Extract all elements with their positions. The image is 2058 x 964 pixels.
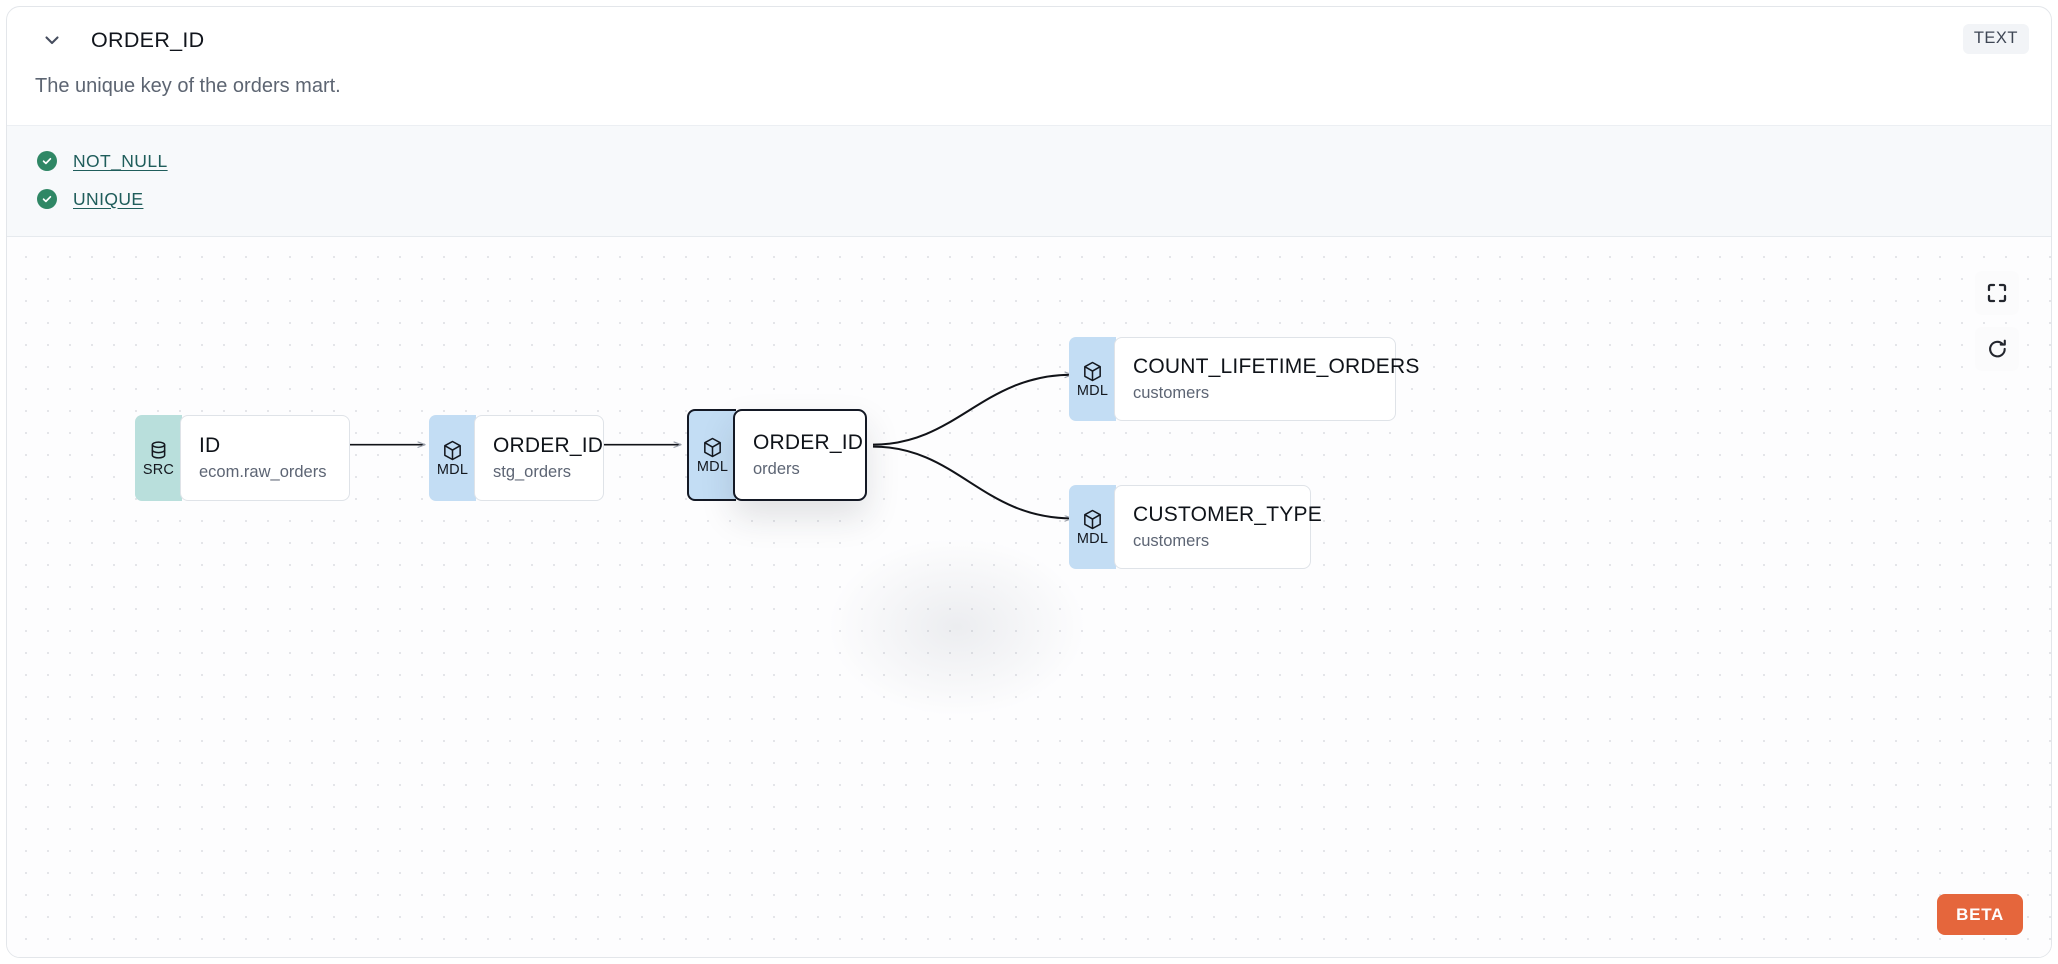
node-name: ORDER_ID	[493, 434, 604, 458]
node-body: ORDER_ID stg_orders	[474, 415, 604, 501]
lineage-node-stg-order-id[interactable]: MDL ORDER_ID stg_orders	[429, 415, 604, 501]
cube-icon	[1084, 509, 1101, 530]
test-link-not-null[interactable]: NOT_NULL	[73, 150, 168, 171]
node-subtitle: orders	[753, 459, 800, 478]
selected-node-glow	[827, 537, 1087, 717]
fullscreen-icon[interactable]	[1975, 271, 2019, 315]
node-body: COUNT_LIFETIME_ORDERS customers	[1114, 337, 1420, 421]
node-name: COUNT_LIFETIME_ORDERS	[1133, 355, 1420, 379]
node-subtitle: ecom.raw_orders	[199, 462, 327, 481]
cube-icon	[704, 437, 721, 458]
test-link-unique[interactable]: UNIQUE	[73, 188, 144, 209]
lineage-node-count-lifetime-orders[interactable]: MDL COUNT_LIFETIME_ORDERS customers	[1069, 337, 1420, 421]
page-title: ORDER_ID	[91, 27, 205, 52]
edge-orders-to-customer-type	[872, 445, 1072, 519]
node-name: CUSTOMER_TYPE	[1133, 503, 1322, 527]
lineage-node-customer-type[interactable]: MDL CUSTOMER_TYPE customers	[1069, 485, 1322, 569]
node-body: ORDER_ID orders	[733, 409, 867, 501]
edge-orders-to-count-lifetime-orders	[872, 375, 1072, 446]
cube-icon	[444, 440, 461, 461]
cube-icon	[1084, 361, 1101, 382]
node-body: ID ecom.raw_orders	[180, 415, 350, 501]
refresh-icon[interactable]	[1975, 327, 2019, 371]
lineage-canvas[interactable]: SRC ID ecom.raw_orders MDL ORDER_ID stg_…	[7, 237, 2051, 957]
chevron-down-icon[interactable]	[35, 23, 69, 57]
test-row[interactable]: NOT_NULL	[7, 142, 2051, 180]
node-badge-label: MDL	[436, 462, 469, 479]
node-type-badge: MDL	[429, 415, 476, 501]
node-badge-label: MDL	[1076, 383, 1109, 400]
node-name: ORDER_ID	[753, 431, 864, 455]
check-circle-icon	[37, 189, 57, 209]
node-type-badge: MDL	[1069, 337, 1116, 421]
node-subtitle: stg_orders	[493, 462, 571, 481]
node-subtitle: customers	[1133, 531, 1210, 550]
node-badge-label: MDL	[696, 459, 729, 476]
beta-badge[interactable]: BETA	[1937, 894, 2023, 935]
node-name: ID	[199, 434, 221, 458]
card-header: ORDER_ID TEXT	[7, 7, 2051, 73]
node-subtitle: customers	[1133, 383, 1210, 402]
column-detail-card: ORDER_ID TEXT The unique key of the orde…	[6, 6, 2052, 958]
node-body: CUSTOMER_TYPE customers	[1114, 485, 1322, 569]
canvas-controls	[1975, 271, 2019, 371]
node-badge-label: SRC	[142, 462, 175, 479]
lineage-edges	[347, 237, 2051, 957]
database-icon	[151, 441, 166, 459]
node-badge-label: MDL	[1076, 531, 1109, 548]
tests-section: NOT_NULL UNIQUE	[7, 125, 2051, 237]
node-type-badge: MDL	[1069, 485, 1116, 569]
lineage-node-orders-order-id[interactable]: MDL ORDER_ID orders	[687, 409, 867, 501]
data-type-badge: TEXT	[1962, 24, 2029, 54]
column-description: The unique key of the orders mart.	[35, 75, 341, 97]
check-circle-icon	[37, 151, 57, 171]
test-row[interactable]: UNIQUE	[7, 180, 2051, 218]
lineage-node-src-id[interactable]: SRC ID ecom.raw_orders	[135, 415, 350, 501]
node-type-badge: MDL	[687, 409, 736, 501]
node-type-badge: SRC	[135, 415, 182, 501]
